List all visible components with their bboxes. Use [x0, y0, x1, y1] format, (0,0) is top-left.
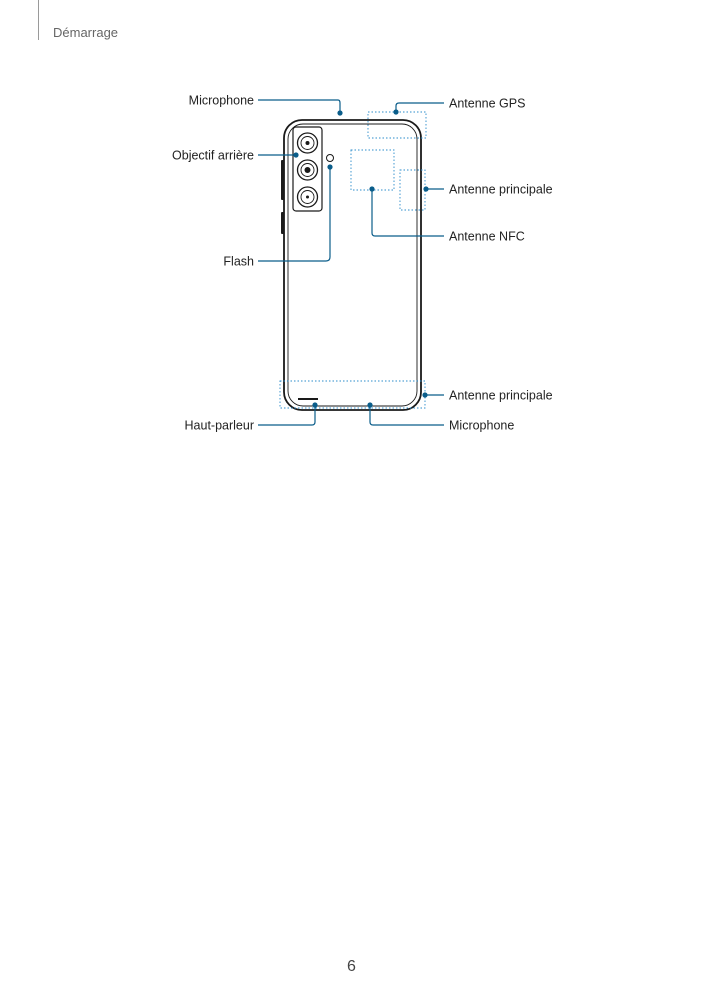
label-speaker: Haut-parleur: [185, 419, 254, 433]
label-main-antenna-bottom: Antenne principale: [449, 389, 553, 403]
rear-camera-module: [292, 126, 334, 212]
callout-leaders: [258, 99, 444, 426]
main-antenna-side-zone: [399, 169, 426, 211]
flash-led: [326, 154, 334, 162]
label-microphone-top: Microphone: [189, 94, 254, 108]
volume-button: [281, 160, 284, 200]
header-rule: [38, 0, 39, 40]
label-flash: Flash: [223, 255, 254, 269]
speaker-grille: [298, 398, 318, 400]
phone-back-body: [281, 119, 422, 411]
nfc-antenna-zone: [350, 149, 395, 191]
label-gps-antenna: Antenne GPS: [449, 97, 525, 111]
side-key: [281, 212, 284, 234]
label-microphone-bottom: Microphone: [449, 419, 514, 433]
page-number: 6: [347, 958, 356, 975]
section-header: Démarrage: [53, 25, 119, 40]
label-nfc-antenna: Antenne NFC: [449, 230, 525, 244]
label-main-antenna-side: Antenne principale: [449, 183, 553, 197]
label-rear-camera: Objectif arrière: [172, 149, 254, 163]
main-antenna-bottom-zone: [279, 380, 426, 409]
gps-antenna-zone: [367, 111, 427, 139]
